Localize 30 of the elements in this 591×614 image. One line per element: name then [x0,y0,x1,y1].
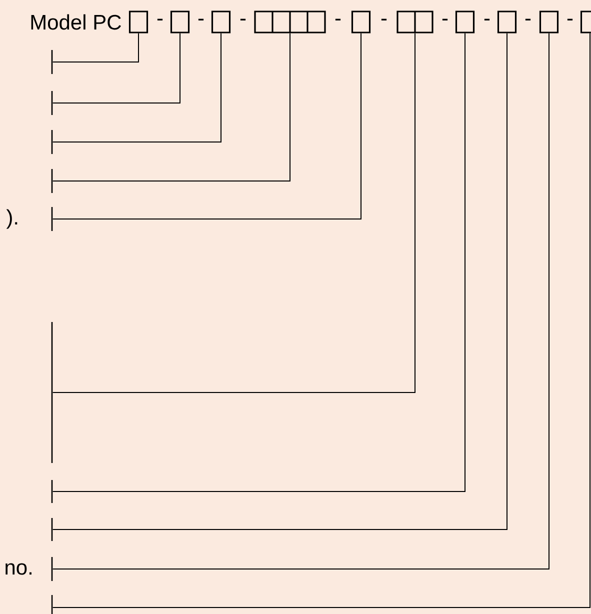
leader-line [52,32,362,220]
leader-line [52,32,180,104]
code-dash: - [198,18,204,20]
code-dash: - [335,18,341,20]
leader-line [52,32,222,142]
code-dash: - [240,18,246,20]
code-dash: - [442,18,448,20]
code-dash: - [484,18,490,20]
code-box [254,10,326,34]
code-dash: - [157,18,163,20]
leader-line [52,32,139,62]
code-box [396,10,434,34]
code-dash: - [525,18,531,20]
code-box [455,10,475,34]
code-box [497,10,517,34]
code-box [539,10,559,34]
code-box [128,10,148,34]
code-box [211,10,231,34]
leader-line [52,32,466,492]
leader-line [52,32,290,182]
code-dash: - [381,18,387,20]
code-box [580,10,591,34]
leader-line [52,32,416,393]
code-box [170,10,190,34]
side-text: no. [6,563,32,575]
side-text: ). [6,209,18,229]
leader-line [52,32,508,530]
code-dash: - [567,18,573,20]
code-box [351,10,371,34]
model-label: Model PC [31,14,121,30]
